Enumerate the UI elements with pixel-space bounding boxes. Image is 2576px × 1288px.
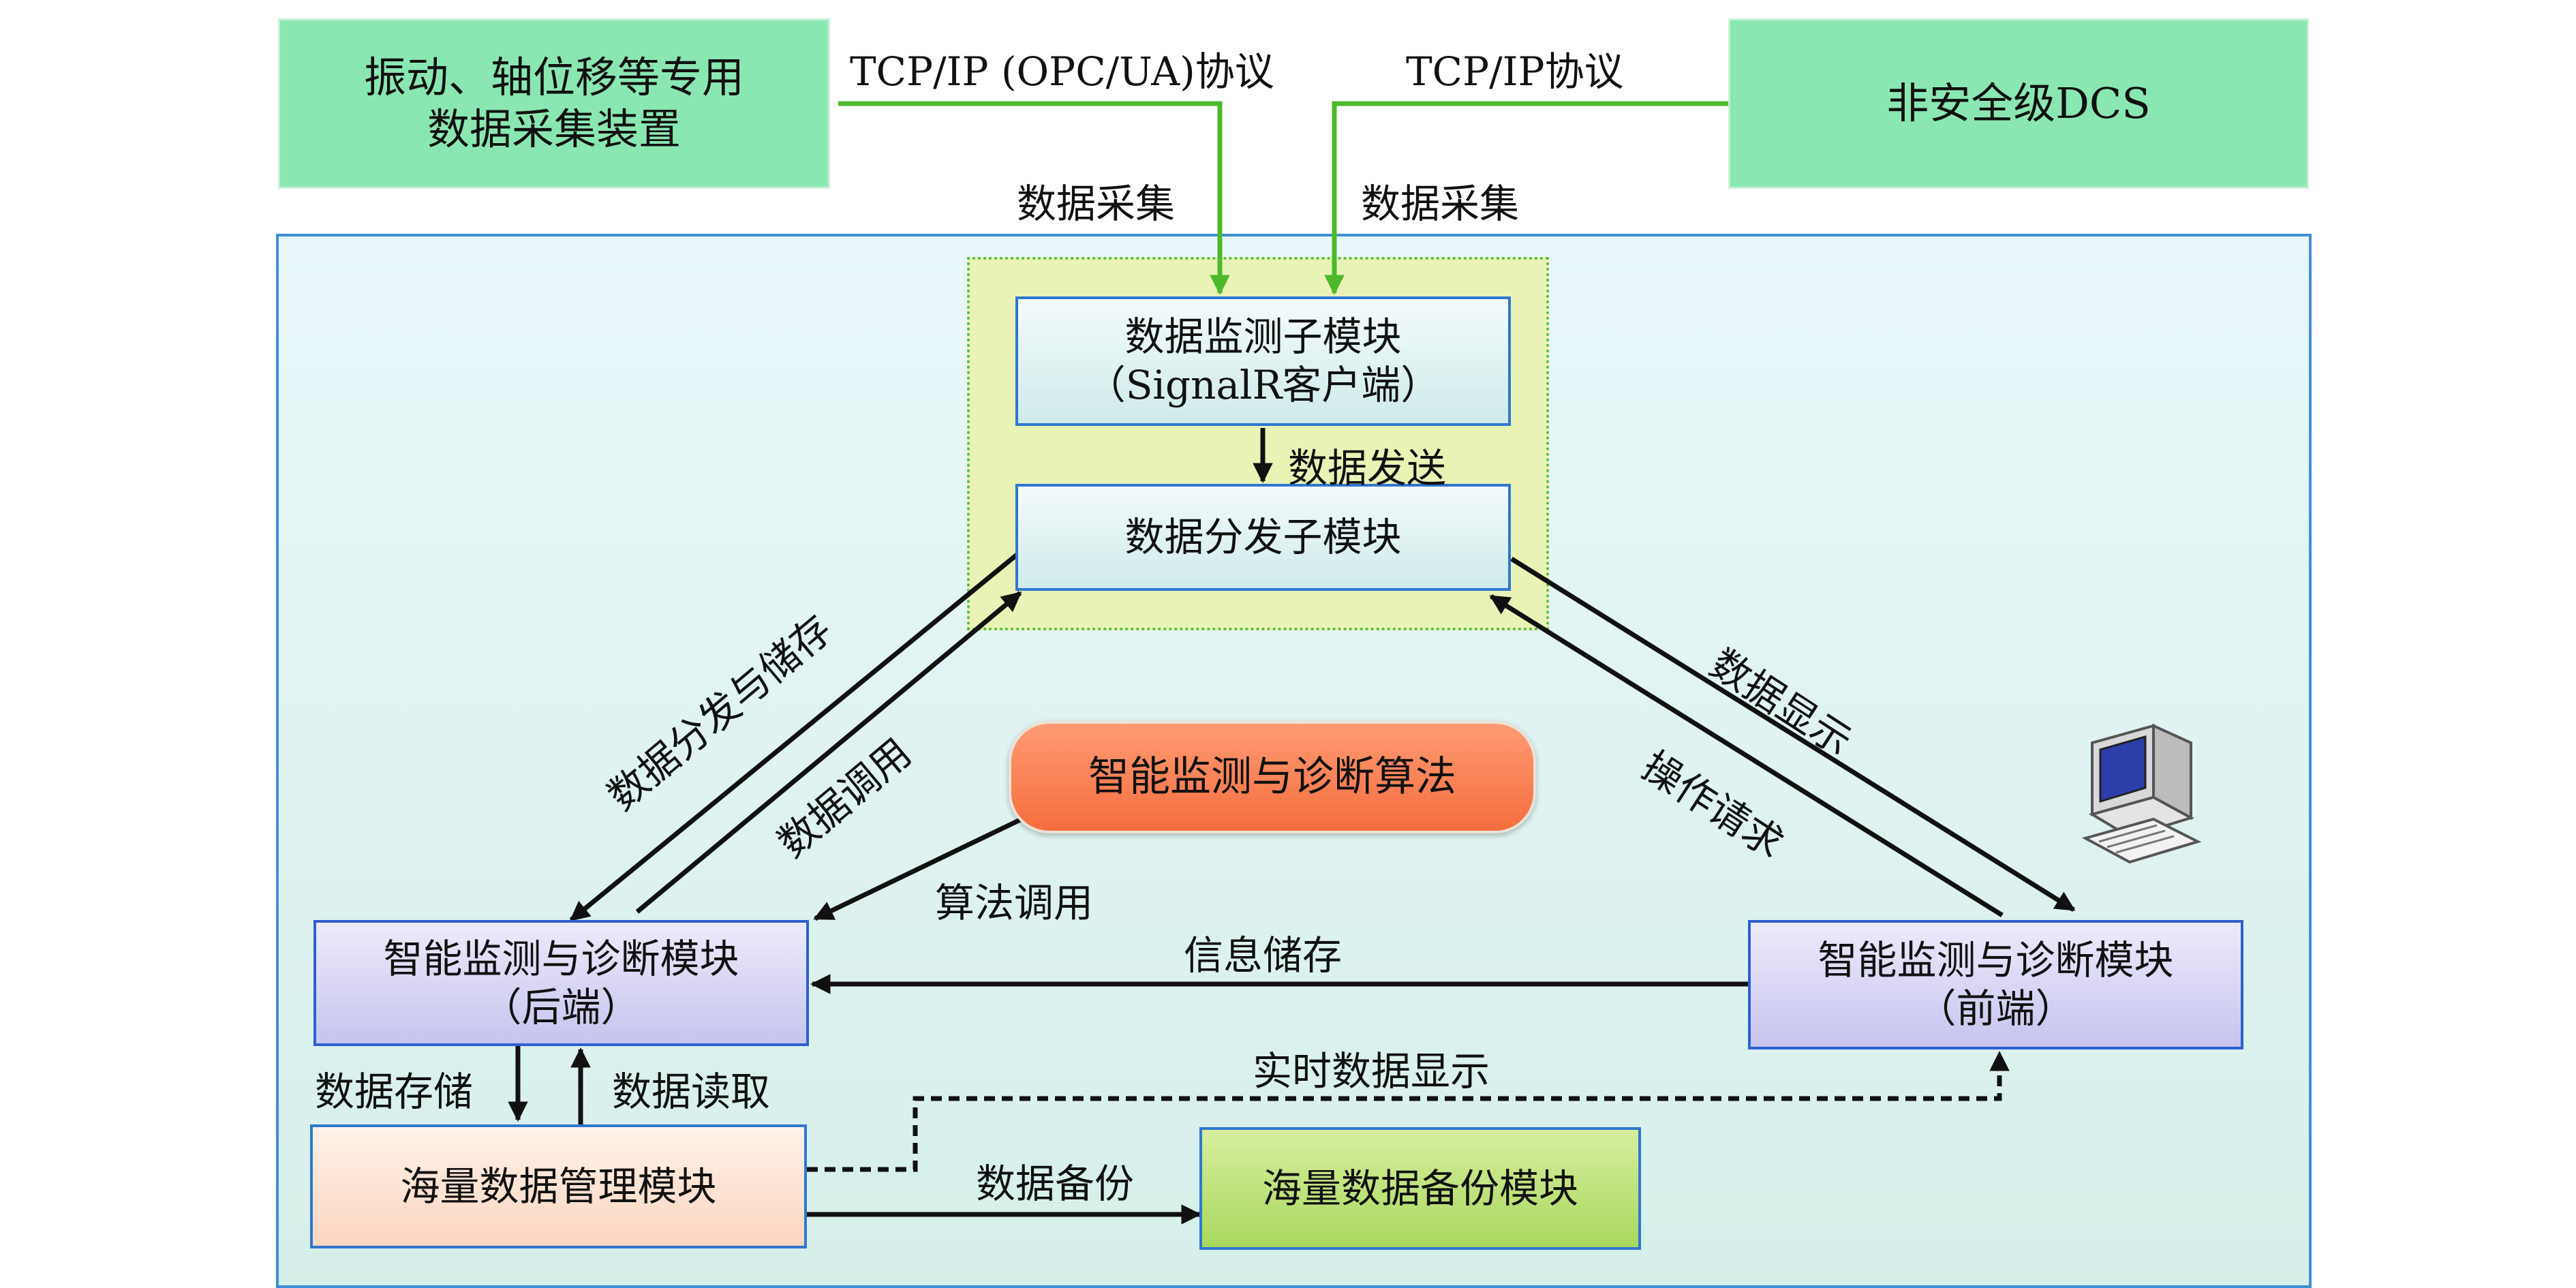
frontend-line1: 智能监测与诊断模块 (1818, 937, 2174, 984)
edge-algo-call-label: 算法调用 (935, 880, 1094, 926)
edge-data-backup-label: 数据备份 (976, 1161, 1135, 1207)
mass-data-module: 海量数据管理模块 (310, 1124, 807, 1248)
data-monitor-line1: 数据监测子模块 (1124, 313, 1402, 361)
frontend-module: 智能监测与诊断模块 （前端） (1748, 920, 2243, 1049)
data-monitor-submodule: 数据监测子模块 （SignalR客户端） (1015, 296, 1511, 426)
algorithm-label: 智能监测与诊断算法 (1088, 752, 1456, 801)
backend-module: 智能监测与诊断模块 （后端） (313, 920, 809, 1046)
external-dcs-box: 非安全级DCS (1728, 18, 2309, 189)
edge-realtime-display-label: 实时数据显示 (1253, 1048, 1490, 1094)
edge-data-storage-label: 数据存储 (315, 1069, 474, 1115)
mass-data-label: 海量数据管理模块 (400, 1163, 717, 1210)
edge-info-store-label: 信息储存 (1184, 932, 1343, 979)
external-device-line1: 振动、轴位移等专用 (363, 52, 744, 103)
computer-icon (2081, 723, 2202, 864)
algorithm-module: 智能监测与诊断算法 (1009, 721, 1536, 833)
acquisition-right-label: 数据采集 (1361, 181, 1520, 227)
edge-data-read-label: 数据读取 (612, 1069, 771, 1115)
protocol-left-label: TCP/IP (OPC/UA)协议 (850, 48, 1274, 95)
protocol-line-right (1324, 101, 1728, 295)
mass-backup-label: 海量数据备份模块 (1261, 1165, 1578, 1212)
data-distribute-label: 数据分发子模块 (1124, 514, 1402, 561)
arrow-op-request (1489, 594, 2004, 917)
data-distribute-submodule: 数据分发子模块 (1015, 484, 1511, 591)
arrow-data-call (635, 591, 1022, 914)
backend-line2: （后端） (482, 983, 641, 1030)
arrow-realtime-display (807, 1051, 2010, 1172)
external-device-box: 振动、轴位移等专用 数据采集装置 (278, 18, 830, 189)
mass-backup-module: 海量数据备份模块 (1199, 1127, 1641, 1250)
edge-data-send-label: 数据发送 (1288, 445, 1447, 491)
arrow-dist-store (569, 550, 1022, 922)
backend-line1: 智能监测与诊断模块 (383, 935, 739, 982)
external-device-line2: 数据采集装置 (427, 104, 681, 154)
arrow-data-display (1510, 557, 2076, 912)
arrow-algo-call (813, 817, 1022, 921)
protocol-line-left (838, 101, 1230, 295)
data-monitor-line2: （SignalR客户端） (1086, 362, 1441, 408)
protocol-right-label: TCP/IP协议 (1406, 48, 1624, 95)
external-dcs-label: 非安全级DCS (1886, 78, 2151, 129)
frontend-line2: （前端） (1916, 985, 2075, 1032)
acquisition-left-label: 数据采集 (1017, 181, 1176, 227)
